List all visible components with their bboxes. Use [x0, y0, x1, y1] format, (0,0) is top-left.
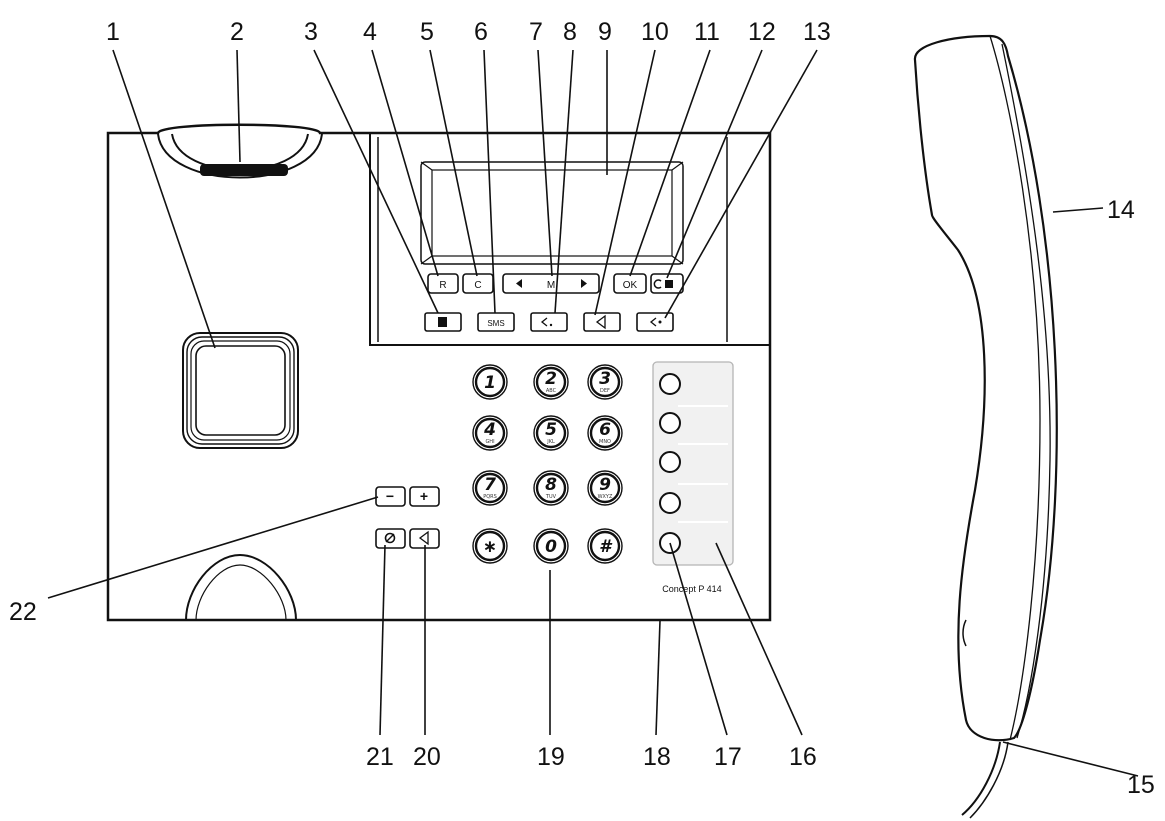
- display-screen: [420, 161, 684, 265]
- volume-down-label: −: [386, 488, 394, 504]
- leader-lines: [47, 49, 1139, 777]
- button-ok-label: OK: [623, 280, 638, 291]
- keypad-key-11[interactable]: 0: [533, 528, 569, 564]
- keypad-key-letters: GHI: [485, 439, 494, 445]
- model-name: Concept P 414: [662, 584, 721, 594]
- phonebook-icon: [438, 317, 447, 327]
- navigation-rocker[interactable]: M: [502, 273, 600, 294]
- headset-button[interactable]: [636, 312, 674, 332]
- callout-2: 2: [230, 18, 244, 46]
- button-r-label: R: [439, 280, 446, 291]
- keypad-key-digit: 1: [484, 373, 496, 393]
- keypad-key-digit: 8: [545, 475, 557, 495]
- sms-button[interactable]: SMS: [477, 312, 515, 332]
- keypad-key-digit: 9: [599, 475, 611, 495]
- keypad-key-10[interactable]: ∗: [472, 528, 508, 564]
- volume-down-button[interactable]: −: [375, 486, 406, 507]
- keypad-key-letters: PQRS: [483, 494, 497, 500]
- button-m-label: M: [547, 280, 555, 291]
- callout-15: 15: [1127, 771, 1155, 799]
- loudspeaker-grille: [182, 332, 299, 449]
- right-triangle-icon[interactable]: [581, 279, 587, 288]
- keypad-key-letters: DEF: [600, 388, 610, 394]
- volume-up-button[interactable]: +: [409, 486, 440, 507]
- callout-7: 7: [529, 18, 543, 46]
- keypad-key-digit: 6: [599, 420, 611, 440]
- keypad-key-digit: 2: [545, 369, 557, 389]
- callout-8: 8: [563, 18, 577, 46]
- left-triangle-icon[interactable]: [516, 279, 522, 288]
- function-key-4[interactable]: [659, 492, 681, 514]
- keypad-key-digit: #: [599, 537, 613, 557]
- mute-icon: [384, 532, 396, 544]
- callout-1: 1: [106, 18, 120, 46]
- function-key-1[interactable]: [659, 373, 681, 395]
- callout-6: 6: [474, 18, 488, 46]
- sms-button-label: SMS: [487, 319, 504, 328]
- button-c-label: C: [474, 280, 481, 291]
- speaker-icon: [595, 314, 606, 330]
- function-key-2[interactable]: [659, 412, 681, 434]
- callout-5: 5: [420, 18, 434, 46]
- callout-20: 20: [413, 743, 441, 771]
- display-panel: [369, 132, 771, 346]
- keypad-key-letters: WXYZ: [598, 494, 613, 500]
- redial-icon: [653, 279, 673, 289]
- keypad-key-letters: JKL: [546, 439, 555, 445]
- callout-10: 10: [641, 18, 669, 46]
- phonebook-button[interactable]: [424, 312, 462, 332]
- cradle-hook: [157, 133, 323, 179]
- headset-icon: [649, 317, 662, 327]
- callout-22: 22: [9, 598, 37, 626]
- keypad-key-digit: 0: [545, 537, 557, 557]
- mute-button[interactable]: [375, 528, 406, 549]
- keypad-key-letters: ABC: [546, 388, 557, 394]
- button-r[interactable]: R: [427, 273, 459, 294]
- keypad-key-digit: 3: [599, 369, 611, 389]
- keypad-key-12[interactable]: #: [587, 528, 623, 564]
- callout-17: 17: [714, 743, 742, 771]
- callout-11: 11: [694, 18, 720, 46]
- callout-19: 19: [537, 743, 565, 771]
- callout-4: 4: [363, 18, 377, 46]
- handset: [913, 34, 1058, 819]
- keypad-key-1[interactable]: 1: [472, 364, 508, 400]
- callout-21: 21: [366, 743, 394, 771]
- callout-13: 13: [803, 18, 831, 46]
- keypad-key-digit: 4: [483, 420, 496, 440]
- volume-up-label: +: [420, 488, 428, 504]
- button-ok[interactable]: OK: [613, 273, 647, 294]
- callout-9: 9: [598, 18, 612, 46]
- redial-button[interactable]: [650, 273, 684, 294]
- callout-12: 12: [748, 18, 776, 46]
- keypad-key-digit: 7: [484, 475, 496, 495]
- speaker-button[interactable]: [583, 312, 621, 332]
- keypad-key-letters: MNO: [599, 439, 611, 445]
- button-c[interactable]: C: [462, 273, 494, 294]
- callout-labels: 1 2 3 4 5 6 7 8 9 10 11 12 13 14 15 16 1…: [9, 18, 1155, 799]
- callout-3: 3: [304, 18, 318, 46]
- keypad-key-digit: 5: [545, 420, 557, 440]
- callout-16: 16: [789, 743, 817, 771]
- keypad-key-digit: ∗: [483, 537, 497, 557]
- callout-14: 14: [1107, 196, 1135, 224]
- stand-foot: [185, 553, 297, 621]
- call-list-button[interactable]: [530, 312, 568, 332]
- callout-18: 18: [643, 743, 671, 771]
- function-key-3[interactable]: [659, 451, 681, 473]
- keypad-key-letters: TUV: [545, 494, 557, 500]
